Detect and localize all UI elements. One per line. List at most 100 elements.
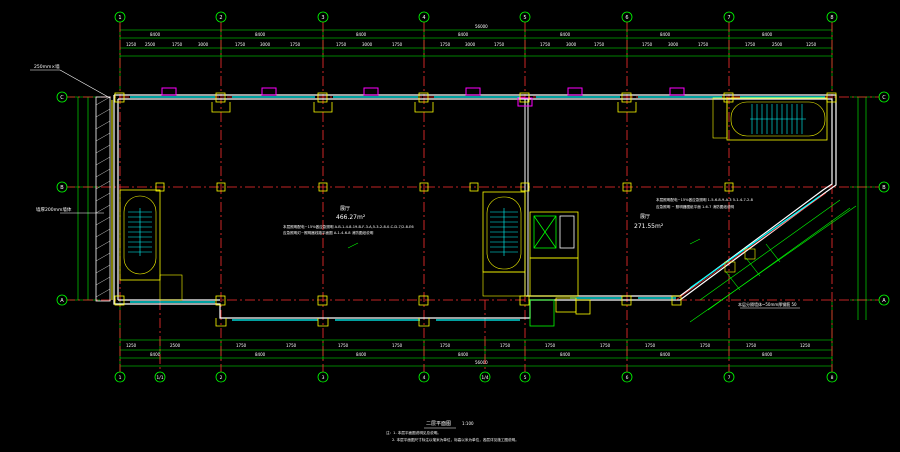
room-right-marker — [689, 238, 701, 245]
leader-lines — [30, 69, 800, 309]
axis-label: 2 — [219, 15, 222, 21]
svg-text:3000: 3000 — [362, 42, 373, 47]
callout-left: 墙厚200mm墙体 — [36, 206, 72, 213]
svg-text:1750: 1750 — [440, 343, 451, 348]
diagonal-annex — [689, 199, 857, 323]
room-right-note2: 应急照明 ~ 照明器图纸平面 1-6-7 消防图纸说明 — [656, 204, 735, 209]
svg-text:3000: 3000 — [465, 42, 476, 47]
svg-text:1750: 1750 — [172, 42, 183, 47]
room-left-note2: 应急照明灯~照明器线路平面图 A-1-4-6-8 消防图纸说明 — [283, 230, 374, 235]
svg-text:1750: 1750 — [235, 42, 246, 47]
notes-line-2: 2. 本层平面图尺寸标注以毫米为单位，标高以米为单位，各层详见施工图说明。 — [392, 437, 519, 442]
room-right-note: 本层照明配电~15%做应急照明 1-5-6-8-9-A-3 5-1-4-7-2-… — [656, 197, 754, 202]
svg-text:8400: 8400 — [762, 352, 773, 357]
axis-label: 5 — [523, 15, 526, 21]
room-left-marker — [347, 242, 359, 249]
axis-labels-top: 1 2 3 4 5 6 7 8 — [118, 15, 833, 21]
svg-text:8400: 8400 — [660, 352, 671, 357]
svg-text:1250: 1250 — [806, 42, 817, 47]
axis-label: B — [60, 185, 64, 191]
svg-text:1750: 1750 — [494, 42, 505, 47]
plan-scale: 1:100 — [462, 421, 474, 426]
left-wall-hatch — [95, 96, 113, 302]
column-pilasters — [211, 102, 637, 327]
plan-title: 二层平面图 — [426, 421, 451, 427]
callout-top-left: 250mm×墙 — [34, 63, 60, 70]
room-right-area: 271.55m² — [634, 223, 664, 230]
axis-label: 3 — [322, 375, 325, 381]
axis-bubbles-top — [114, 11, 838, 23]
svg-text:1750: 1750 — [392, 343, 403, 348]
svg-text:1750: 1750 — [336, 42, 347, 47]
svg-text:3000: 3000 — [198, 42, 209, 47]
svg-text:1750: 1750 — [545, 343, 556, 348]
axis-labels-bottom: 1 1/1 2 3 4 1/4 5 6 7 8 — [119, 375, 834, 381]
svg-text:1750: 1750 — [746, 343, 757, 348]
axis-bubbles-sides — [56, 91, 890, 306]
svg-text:1750: 1750 — [392, 42, 403, 47]
axis-label: 4 — [422, 15, 425, 21]
dimension-tick-texts: 8400 8400 8400 8400 8400 8400 8400 1250 2500 17… — [126, 32, 817, 357]
svg-text:8400: 8400 — [560, 32, 571, 37]
svg-text:1750: 1750 — [286, 343, 297, 348]
svg-text:2500: 2500 — [772, 42, 783, 47]
axis-label: 7 — [728, 375, 731, 381]
axis-labels-sides: C B A C B A — [60, 95, 886, 304]
svg-text:1250: 1250 — [126, 343, 137, 348]
columns — [114, 92, 837, 306]
axis-label: 1/1 — [156, 375, 163, 381]
axis-label: 2 — [220, 375, 223, 381]
axis-label: 8 — [830, 15, 833, 21]
elevator-shaft — [529, 211, 591, 327]
axis-label: C — [882, 95, 886, 101]
svg-text:1750: 1750 — [500, 343, 511, 348]
room-left-note: 本层照明配电~15%做应急照明 A-B-1-4-8-19-B-F-3-A,5-3… — [283, 224, 414, 229]
axis-label: B — [882, 185, 886, 191]
svg-text:1750: 1750 — [600, 343, 611, 348]
window-units-top — [161, 87, 685, 107]
axis-label: 1/4 — [481, 375, 488, 381]
room-right-name: 展厅 — [640, 214, 650, 220]
room-left-name: 展厅 — [340, 206, 350, 212]
axis-label: 3 — [321, 15, 324, 21]
svg-text:8400: 8400 — [560, 352, 571, 357]
axis-label: C — [60, 95, 64, 101]
svg-text:1750: 1750 — [440, 42, 451, 47]
svg-text:3000: 3000 — [668, 42, 679, 47]
svg-text:1750: 1750 — [700, 343, 711, 348]
svg-text:1250: 1250 — [800, 343, 811, 348]
svg-text:2500: 2500 — [145, 42, 156, 47]
svg-text:1750: 1750 — [594, 42, 605, 47]
axis-label: 6 — [625, 15, 628, 21]
diagonal-annex-red — [675, 192, 827, 301]
axis-label: 4 — [423, 375, 426, 381]
svg-text:8400: 8400 — [458, 32, 469, 37]
svg-text:3000: 3000 — [260, 42, 271, 47]
axis-label: 1 — [119, 375, 122, 381]
svg-text:8400: 8400 — [150, 352, 161, 357]
stair-left — [119, 189, 183, 301]
svg-text:1750: 1750 — [236, 343, 247, 348]
callout-right: 本层分隔墙体~50mm厚钢筋 50 — [738, 301, 797, 307]
stair-right — [712, 97, 828, 141]
overall-dim-bottom: 56000 — [475, 360, 488, 365]
svg-text:8400: 8400 — [458, 352, 469, 357]
room-left-area: 466.27m² — [336, 214, 366, 221]
axis-bubbles-bottom — [114, 371, 838, 383]
svg-text:1750: 1750 — [698, 42, 709, 47]
svg-text:8400: 8400 — [660, 32, 671, 37]
axis-label: A — [60, 298, 64, 304]
svg-text:2500: 2500 — [170, 343, 181, 348]
svg-text:8400: 8400 — [255, 32, 266, 37]
axis-label: 6 — [626, 375, 629, 381]
svg-text:1750: 1750 — [290, 42, 301, 47]
svg-text:1750: 1750 — [338, 343, 349, 348]
svg-text:1750: 1750 — [540, 42, 551, 47]
svg-text:1750: 1750 — [645, 343, 656, 348]
axis-label: 8 — [831, 375, 834, 381]
notes-line-1: 注：1. 本层平面图说明见总说明。 — [386, 430, 441, 435]
overall-dim-top: 56000 — [475, 24, 488, 29]
svg-text:1750: 1750 — [745, 42, 756, 47]
axis-label: 5 — [524, 375, 527, 381]
